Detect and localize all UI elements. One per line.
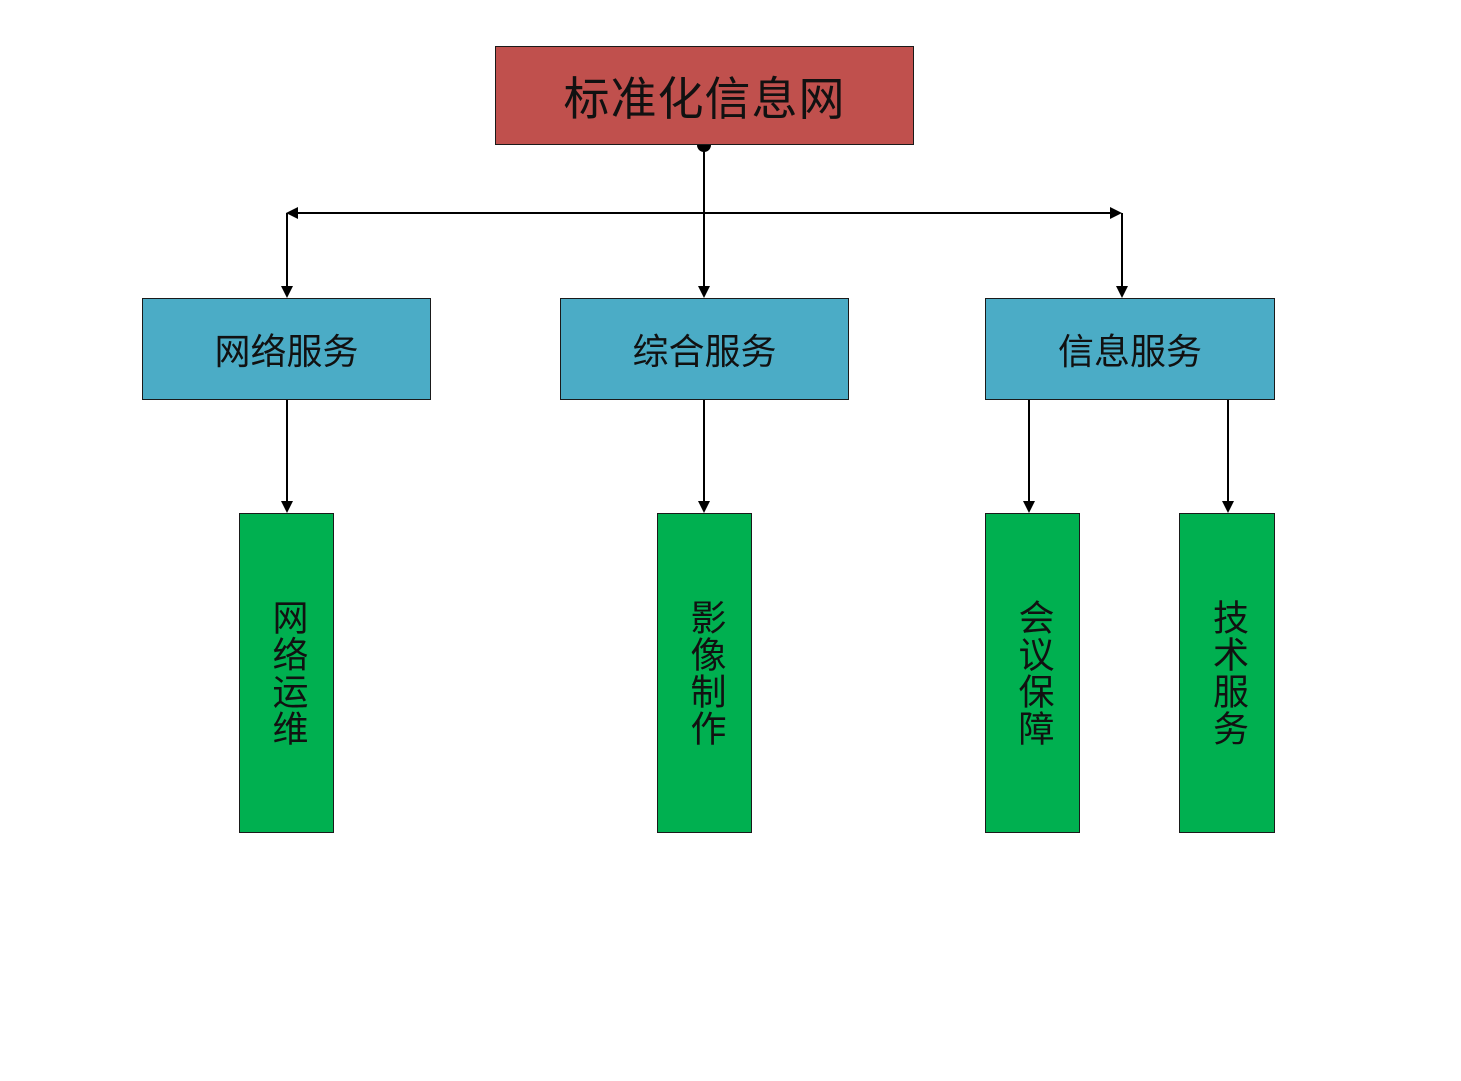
root-node: 标准化信息网	[495, 46, 914, 145]
leaf-node-label: 会议保障	[1012, 599, 1054, 747]
leaf-node-netops: 网络运维	[239, 513, 334, 833]
leaf-node-label: 网络运维	[266, 599, 308, 747]
category-node-general: 综合服务	[560, 298, 849, 400]
leaf-node-label: 影像制作	[684, 599, 726, 747]
root-node-label: 标准化信息网	[563, 71, 846, 126]
leaf-node-meeting: 会议保障	[985, 513, 1080, 833]
leaf-node-tech: 技术服务	[1179, 513, 1275, 833]
category-node-info: 信息服务	[985, 298, 1275, 400]
leaf-node-video: 影像制作	[657, 513, 752, 833]
category-node-network: 网络服务	[142, 298, 431, 400]
category-node-label: 综合服务	[632, 332, 777, 373]
category-node-label: 信息服务	[1057, 332, 1202, 373]
category-node-label: 网络服务	[214, 332, 359, 373]
leaf-node-label: 技术服务	[1207, 599, 1248, 747]
